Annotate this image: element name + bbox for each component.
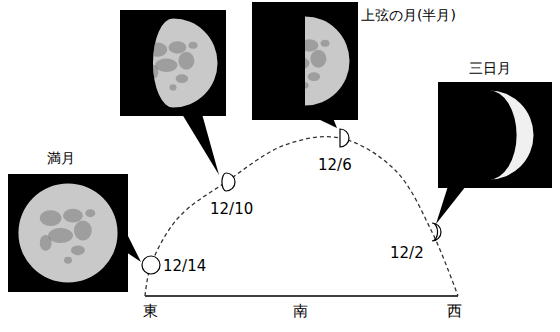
- moon-mare: [301, 39, 319, 51]
- direction-label: 西: [447, 302, 462, 320]
- moon-mare: [169, 84, 176, 90]
- moon-symbol: [142, 256, 160, 274]
- moon-disc: [153, 18, 218, 107]
- date-label: 12/14: [163, 257, 206, 275]
- moon-mare: [48, 228, 73, 243]
- moon-mare: [280, 41, 300, 55]
- moon-mare: [148, 65, 159, 79]
- moon-photo: 三日月: [438, 82, 552, 188]
- moon-photo: 満月: [8, 174, 128, 292]
- moon-symbol: [222, 173, 235, 191]
- phase-name: 上弦の月(半月): [360, 6, 457, 24]
- moon-mare: [148, 43, 168, 57]
- moon-mare: [308, 72, 320, 81]
- moon-photo-image: [252, 2, 358, 120]
- moon-path: [145, 137, 458, 296]
- moon-symbol: [340, 129, 349, 147]
- photo-ground: [252, 2, 358, 120]
- moon-disc: [18, 183, 117, 282]
- callout-pointer: [126, 232, 141, 262]
- direction-label: 東: [143, 302, 158, 320]
- moon-photo-image: [8, 174, 128, 292]
- callout-pointer: [436, 186, 466, 224]
- moon-mare: [310, 50, 326, 68]
- date-label: 12/10: [210, 200, 253, 218]
- moon-photo: [120, 10, 226, 116]
- moon-mare: [40, 235, 52, 251]
- moon-symbols: [142, 129, 441, 274]
- moon-mare: [40, 210, 62, 226]
- date-label: 12/2: [390, 244, 424, 262]
- moon-mare: [176, 74, 188, 83]
- moon-mare: [74, 221, 92, 241]
- date-label: 12/6: [318, 156, 352, 174]
- moon-mare: [287, 57, 309, 70]
- moon-mare: [189, 42, 198, 49]
- moon-photo: 上弦の月(半月): [252, 2, 358, 120]
- moon-mare: [321, 40, 330, 47]
- moon-photo-image: [438, 82, 552, 188]
- moon-mare: [64, 257, 72, 264]
- moon-mare: [178, 52, 194, 70]
- moon-mare: [301, 82, 308, 88]
- moon-disc: [489, 90, 534, 179]
- phase-name: 満月: [46, 149, 76, 167]
- moon-path-arc: [145, 137, 458, 296]
- photo-ground: [438, 82, 552, 188]
- moon-mare: [169, 41, 187, 53]
- moon-disc: [305, 16, 350, 105]
- moon-mare: [85, 209, 95, 217]
- horizon-line: [145, 295, 458, 297]
- moon-mare: [155, 59, 177, 72]
- moon-mare: [63, 209, 83, 223]
- callout-pointer: [182, 114, 219, 175]
- photo-ground: [120, 10, 226, 116]
- moon-symbol: [432, 223, 441, 241]
- direction-label: 南: [293, 302, 308, 320]
- moon-mare: [71, 245, 85, 255]
- phase-name: 三日月: [468, 59, 512, 77]
- moon-mare: [280, 63, 291, 77]
- photo-ground: [8, 174, 128, 292]
